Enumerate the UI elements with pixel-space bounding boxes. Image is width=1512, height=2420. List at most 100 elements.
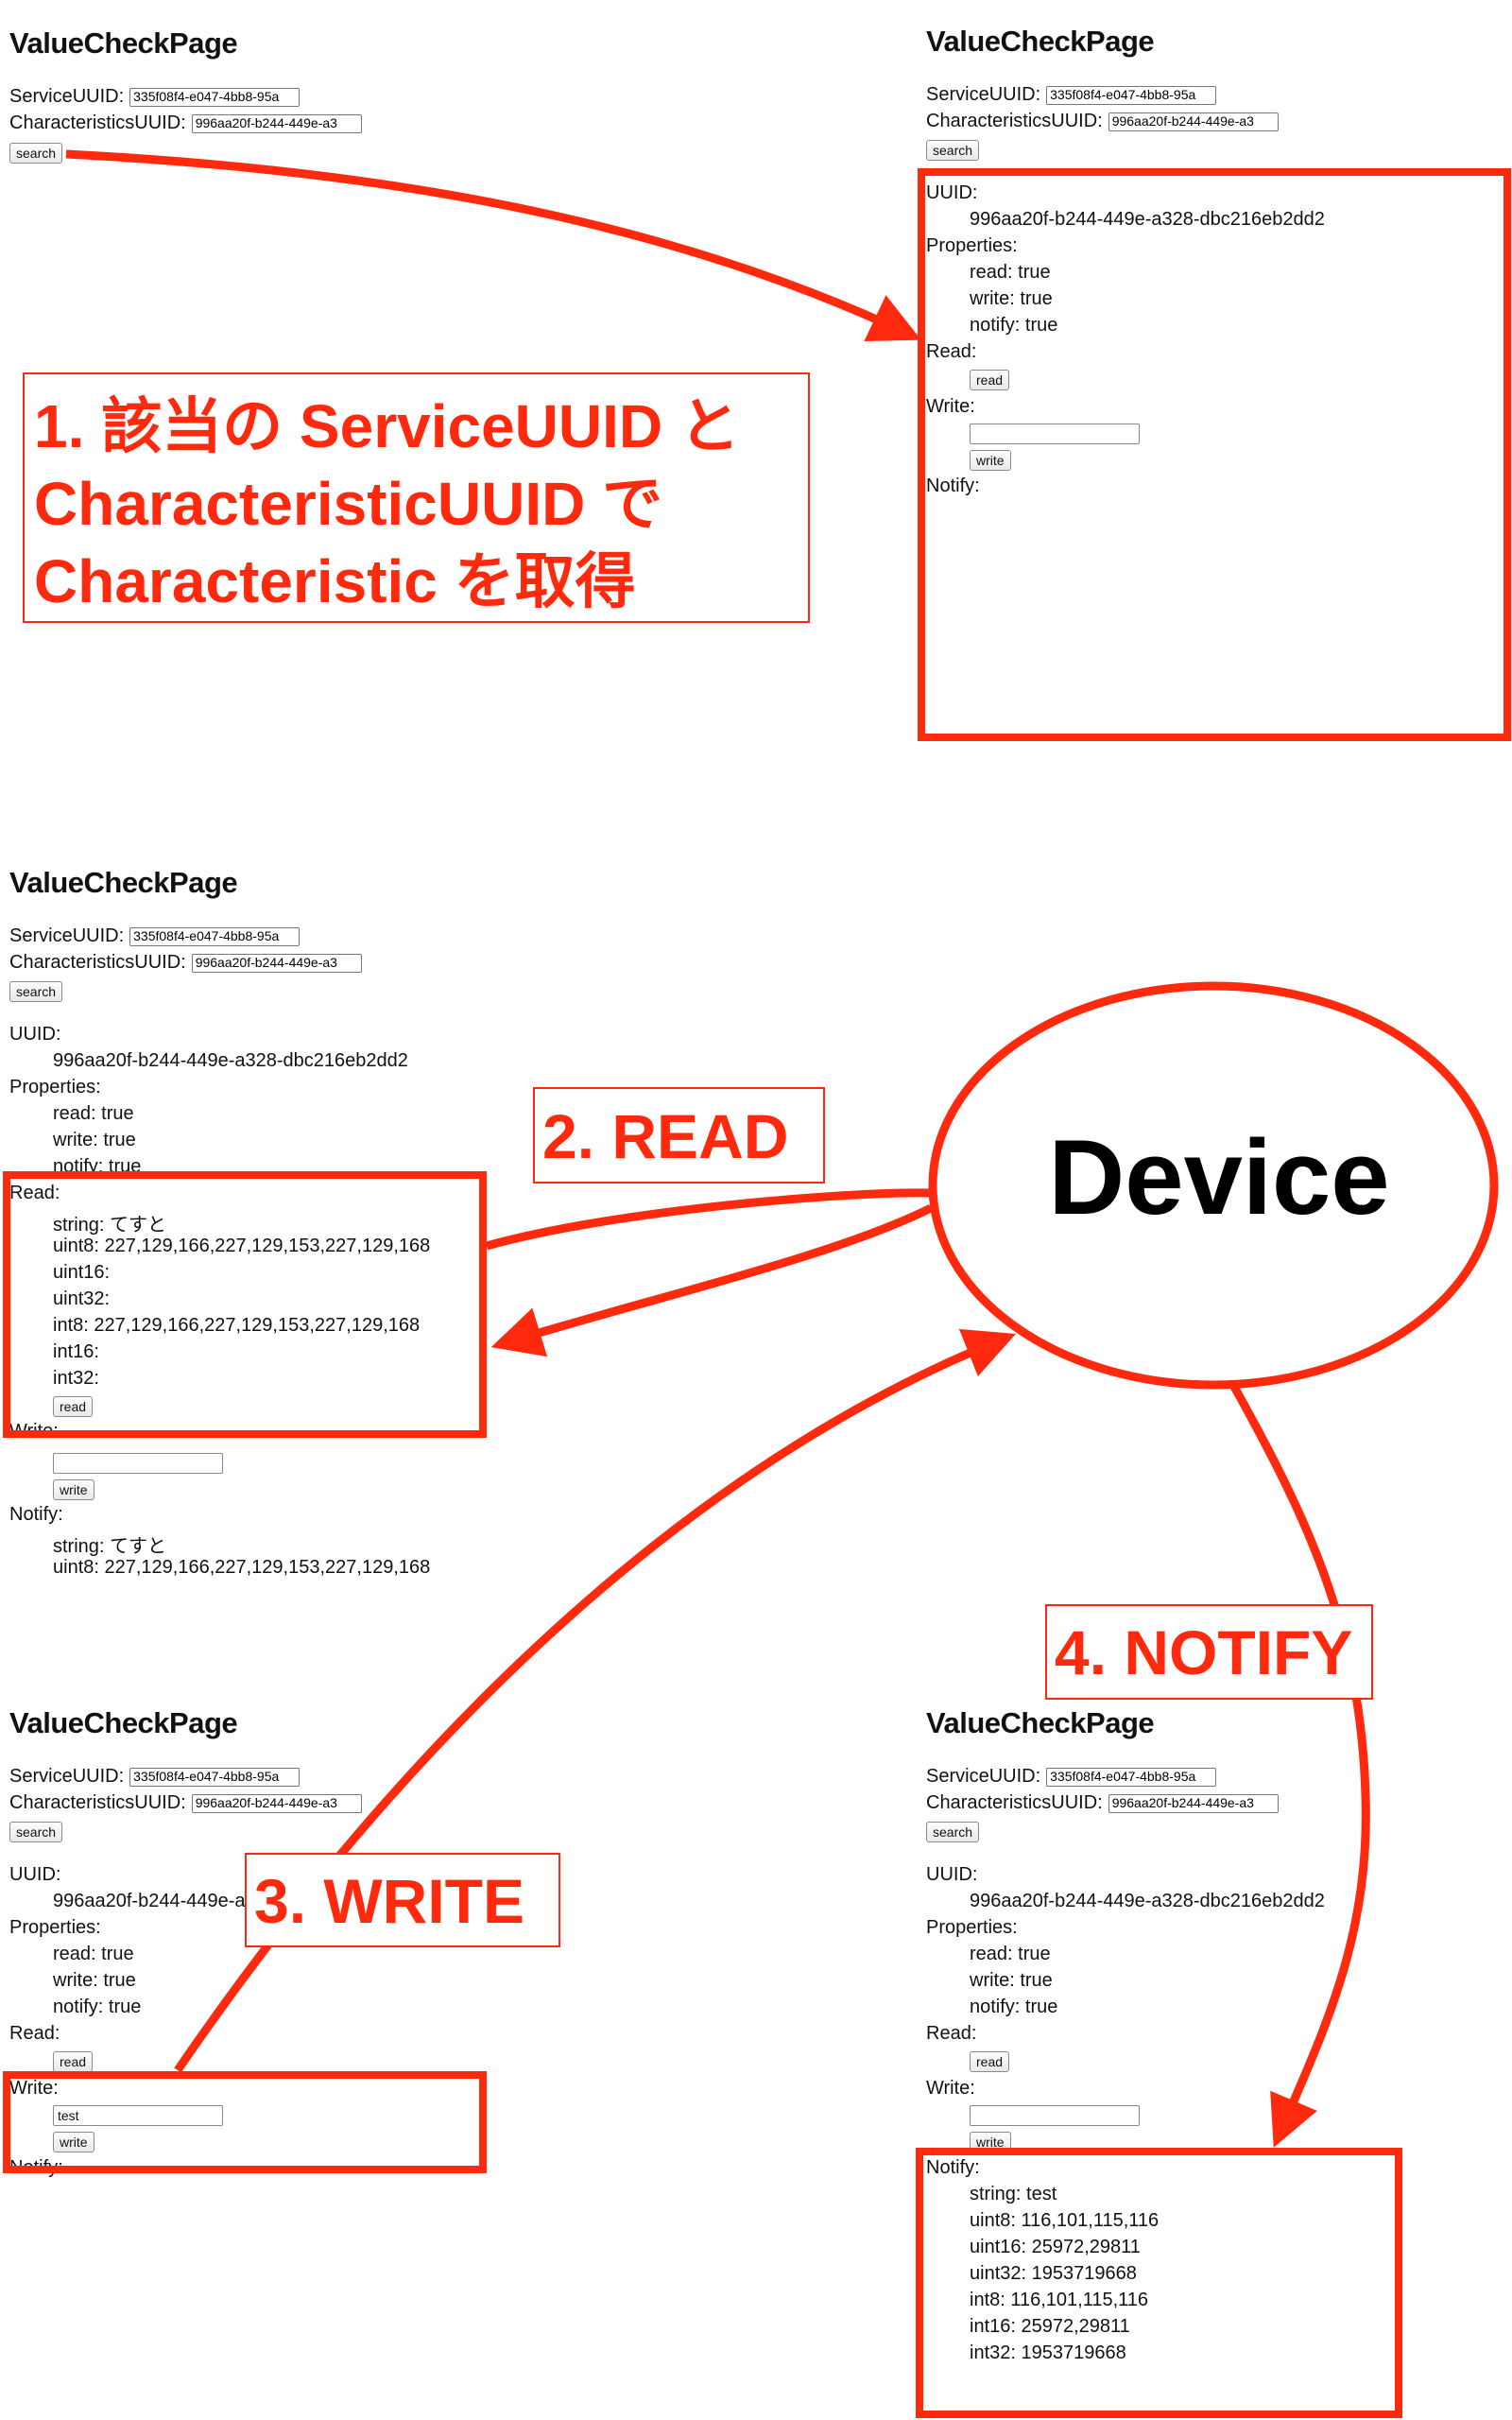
uuid-label: UUID: <box>9 1864 61 1885</box>
read-int8: int8: 227,129,166,227,129,153,227,129,16… <box>53 1315 421 1336</box>
service-uuid-row: ServiceUUID: 335f08f4-e047-4bb8-95a <box>926 1766 1217 1788</box>
service-uuid-label: ServiceUUID: <box>926 84 1041 105</box>
read-uint32: uint32: <box>53 1288 111 1309</box>
notify-int16: int16: 25972,29811 <box>970 2316 1130 2337</box>
write-label: Write: <box>926 2078 975 2099</box>
write-button[interactable]: write <box>970 2132 1011 2152</box>
service-uuid-label: ServiceUUID: <box>9 86 125 107</box>
read-string: string: てすと <box>53 1215 167 1236</box>
characteristics-uuid-input[interactable]: 996aa20f-b244-449e-a3 <box>191 953 362 973</box>
prop-write: write: true <box>970 288 1053 309</box>
prop-notify: notify: true <box>970 1996 1058 2017</box>
notify-string: string: test <box>970 2184 1057 2204</box>
write-input[interactable] <box>970 2105 1140 2126</box>
characteristics-uuid-input[interactable]: 996aa20f-b244-449e-a3 <box>1108 112 1279 131</box>
read-button[interactable]: read <box>970 2051 1010 2072</box>
notify-uint8: uint8: 116,101,115,116 <box>970 2210 1160 2231</box>
write-button[interactable]: write <box>970 450 1011 471</box>
search-button[interactable]: search <box>9 143 63 164</box>
write-button[interactable]: write <box>53 2132 94 2152</box>
write-label: Write: <box>9 2078 59 2099</box>
write-input[interactable]: test <box>53 2105 223 2126</box>
arrow-write <box>174 1328 1017 2073</box>
arrow-search-to-characteristic <box>65 149 921 342</box>
page-title: ValueCheckPage <box>926 25 1155 58</box>
prop-read: read: true <box>53 1944 134 1964</box>
characteristics-uuid-input[interactable]: 996aa20f-b244-449e-a3 <box>1108 1793 1279 1813</box>
characteristics-uuid-label: CharacteristicsUUID: <box>926 1792 1103 1813</box>
notify-label: Notify: <box>9 1504 63 1525</box>
page-title: ValueCheckPage <box>9 866 238 899</box>
device-ellipse <box>928 981 1499 1390</box>
highlight-notify-box <box>916 2148 1402 2418</box>
search-button[interactable]: search <box>9 1822 63 1842</box>
callout-step1-line2: CharacteristicUUID で <box>34 470 663 538</box>
read-button[interactable]: read <box>970 370 1010 390</box>
callout-notify: 4. NOTIFY <box>1045 1604 1373 1700</box>
arrow-read-request <box>485 1188 932 1251</box>
search-button[interactable]: search <box>926 140 980 161</box>
characteristics-uuid-row: CharacteristicsUUID: 996aa20f-b244-449e-… <box>926 111 1279 132</box>
characteristics-uuid-label: CharacteristicsUUID: <box>9 952 186 973</box>
read-button[interactable]: read <box>53 1396 94 1417</box>
highlight-characteristic-box <box>918 168 1511 741</box>
characteristics-uuid-row: CharacteristicsUUID: 996aa20f-b244-449e-… <box>9 1792 362 1814</box>
callout-step1-line1: 1. 該当の ServiceUUID と <box>34 392 740 460</box>
device-label: Device <box>1048 1118 1390 1236</box>
notify-uint8: uint8: 227,129,166,227,129,153,227,129,1… <box>53 1557 431 1578</box>
uuid-value: 996aa20f-b244-449e-a328-dbc216eb2dd2 <box>970 209 1325 230</box>
properties-label: Properties: <box>926 235 1018 256</box>
prop-notify: notify: true <box>970 315 1058 336</box>
service-uuid-input[interactable]: 335f08f4-e047-4bb8-95a <box>1046 85 1217 105</box>
page-title: ValueCheckPage <box>9 26 238 60</box>
write-button[interactable]: write <box>53 1479 94 1500</box>
notify-int32: int32: 1953719668 <box>970 2342 1126 2363</box>
service-uuid-row: ServiceUUID: 335f08f4-e047-4bb8-95a <box>926 84 1217 106</box>
notify-uint32: uint32: 1953719668 <box>970 2263 1137 2284</box>
uuid-label: UUID: <box>926 182 978 203</box>
prop-write: write: true <box>53 1970 136 1991</box>
uuid-label: UUID: <box>9 1024 61 1045</box>
characteristics-uuid-label: CharacteristicsUUID: <box>926 111 1103 131</box>
notify-label: Notify: <box>926 2157 980 2178</box>
panel-read-result: ValueCheckPage ServiceUUID: 335f08f4-e04… <box>0 841 756 1598</box>
write-label: Write: <box>926 396 975 417</box>
highlight-read-box <box>3 1171 487 1438</box>
service-uuid-input[interactable]: 335f08f4-e047-4bb8-95a <box>129 926 301 946</box>
service-uuid-label: ServiceUUID: <box>9 1766 125 1787</box>
service-uuid-label: ServiceUUID: <box>926 1766 1041 1787</box>
characteristics-uuid-label: CharacteristicsUUID: <box>9 1792 186 1813</box>
prop-notify: notify: true <box>53 1996 142 2017</box>
characteristics-uuid-label: CharacteristicsUUID: <box>9 112 186 133</box>
read-label: Read: <box>9 1183 60 1203</box>
service-uuid-row: ServiceUUID: 335f08f4-e047-4bb8-95a <box>9 1766 301 1788</box>
read-uint16: uint16: <box>53 1262 111 1283</box>
page-title: ValueCheckPage <box>926 1706 1155 1739</box>
write-input[interactable] <box>970 424 1140 444</box>
panel-characteristic-found: ValueCheckPage ServiceUUID: 335f08f4-e04… <box>917 0 1512 756</box>
service-uuid-label: ServiceUUID: <box>9 925 125 946</box>
callout-step1-line3: Characteristic を取得 <box>34 547 636 615</box>
notify-string: string: てすと <box>53 1536 167 1557</box>
service-uuid-input[interactable]: 335f08f4-e047-4bb8-95a <box>1046 1767 1217 1787</box>
search-button[interactable]: search <box>9 981 63 1002</box>
callout-step1: 1. 該当の ServiceUUID と CharacteristicUUID … <box>23 372 810 623</box>
read-int16: int16: <box>53 1341 99 1362</box>
characteristics-uuid-input[interactable]: 996aa20f-b244-449e-a3 <box>191 1793 362 1813</box>
callout-read: 2. READ <box>533 1087 825 1184</box>
characteristics-uuid-input[interactable]: 996aa20f-b244-449e-a3 <box>191 113 362 133</box>
service-uuid-input[interactable]: 335f08f4-e047-4bb8-95a <box>129 87 301 107</box>
write-input[interactable] <box>53 1453 223 1474</box>
read-uint8: uint8: 227,129,166,227,129,153,227,129,1… <box>53 1236 431 1256</box>
callout-write: 3. WRITE <box>245 1853 560 1947</box>
properties-label: Properties: <box>926 1917 1018 1938</box>
service-uuid-row: ServiceUUID: 335f08f4-e047-4bb8-95a <box>9 86 301 108</box>
service-uuid-input[interactable]: 335f08f4-e047-4bb8-95a <box>129 1767 301 1787</box>
notify-int8: int8: 116,101,115,116 <box>970 2290 1149 2310</box>
panel-notify-result: ValueCheckPage ServiceUUID: 335f08f4-e04… <box>917 1682 1512 2419</box>
characteristics-uuid-row: CharacteristicsUUID: 996aa20f-b244-449e-… <box>9 952 362 974</box>
search-button[interactable]: search <box>926 1822 980 1842</box>
prop-write: write: true <box>970 1970 1053 1991</box>
read-label: Read: <box>9 2023 60 2044</box>
